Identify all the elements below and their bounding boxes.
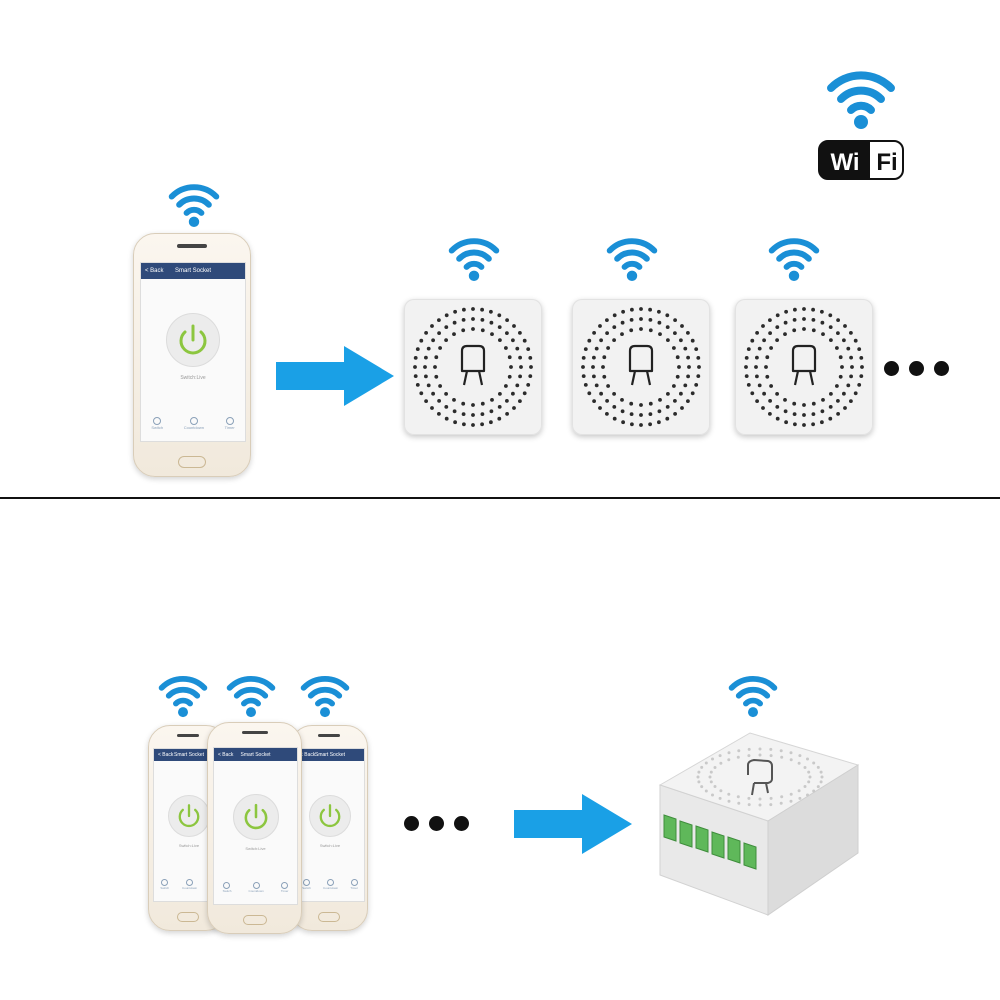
power-button[interactable] [232,794,279,840]
switch-module-3d [650,725,862,925]
wifi-logo-right: Fi [876,149,897,176]
switch-status: Switch:Live [180,375,206,381]
section-divider [0,497,1000,499]
wifi-signal-icon [826,66,896,130]
arrow-right-icon [514,794,632,854]
wifi-icon [768,234,820,282]
arrow-right-icon [276,346,394,406]
power-button[interactable] [309,795,351,837]
power-button[interactable] [168,795,210,837]
wifi-icon [448,234,500,282]
tab-countdown[interactable]: Countdown [184,417,204,430]
wifi-logo-left: Wi [830,149,859,176]
switch-module [572,299,710,435]
switch-module [404,299,542,435]
wifi-icon [300,672,350,718]
wifi-logo: Wi Fi [818,140,904,180]
wifi-icon [606,234,658,282]
tab-switch[interactable]: Switch [151,417,163,430]
app-header: < Back Smart Socket [141,263,245,279]
tab-timer[interactable]: Timer [225,417,235,430]
wifi-icon [158,672,208,718]
smartphone: < Back Smart Socket Switch:Live Switch C… [207,722,302,934]
phone-screen: < Back Smart Socket Switch:Live Switch C… [140,262,246,442]
wifi-icon [728,672,778,718]
smartphone: < Back Smart Socket Switch:Live Switch C… [290,725,368,931]
more-indicator [404,816,469,831]
wifi-icon [168,180,220,228]
wifi-icon [226,672,276,718]
app-title: Smart Socket [174,268,211,274]
more-indicator [884,361,949,376]
power-button[interactable] [166,313,220,367]
back-link[interactable]: < Back [145,268,164,274]
switch-module [735,299,873,435]
app-tabs: Switch Countdown Timer [141,417,245,430]
home-button [178,456,206,468]
smartphone: < Back Smart Socket Switch:Live Switch C… [133,233,251,477]
